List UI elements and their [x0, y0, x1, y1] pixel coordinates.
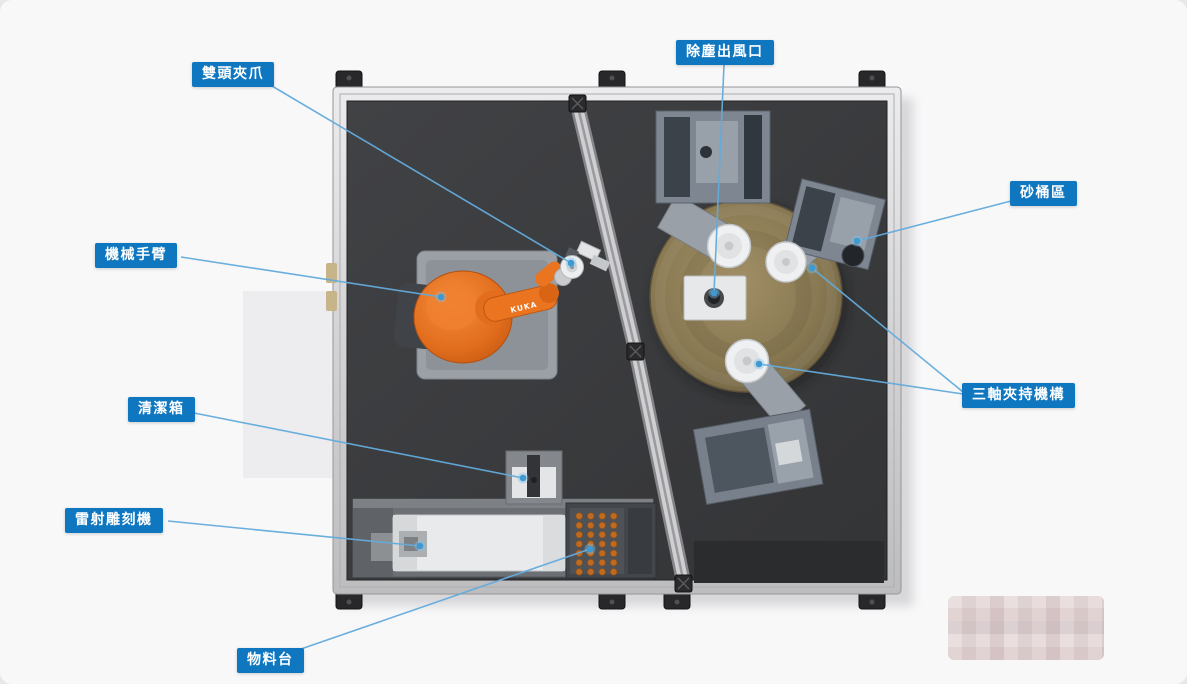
- target-dot-cleaning-box: [517, 472, 529, 484]
- leader-line-dust-outlet: [713, 64, 725, 294]
- side-panel: [243, 291, 333, 478]
- label-sand-bucket: 砂桶區: [1010, 181, 1077, 206]
- frame-inner-line: [339, 93, 895, 588]
- floor-recess: [694, 541, 884, 583]
- cleaning-box-unit: [505, 450, 563, 505]
- leader-line-cleaning-box: [193, 412, 524, 479]
- leader-lines: [167, 64, 1012, 650]
- label-cleaning-box: 清潔箱: [128, 397, 195, 422]
- target-dot-three-axis-a: [753, 358, 765, 370]
- leader-line-dual-gripper: [271, 85, 572, 264]
- mounting-tabs: [335, 70, 886, 610]
- leader-line-material-table: [300, 548, 591, 650]
- target-dot-sand-bucket: [851, 235, 863, 247]
- leader-line-three-axis-a: [758, 363, 964, 395]
- label-dust-outlet: 除塵出風口: [676, 40, 774, 65]
- dual-gripper-tool: [560, 240, 611, 279]
- hinge: [326, 263, 337, 283]
- material-table-unit: [565, 502, 657, 579]
- watermark-mosaic: [948, 596, 1104, 660]
- hinge: [326, 291, 337, 311]
- leader-line-three-axis-b: [811, 267, 964, 393]
- robot-elbow: [539, 283, 559, 303]
- target-dot-laser-engraver: [414, 540, 426, 552]
- machine-bottom-right: [692, 408, 824, 506]
- label-three-axis: 三軸夾持機構: [962, 383, 1075, 408]
- label-dual-gripper: 雙頭夾爪: [192, 62, 274, 87]
- leader-line-sand-bucket: [856, 200, 1012, 242]
- target-dot-three-axis-b: [806, 262, 818, 274]
- label-material-table: 物料台: [237, 648, 304, 673]
- clamp-station-top: [706, 223, 752, 269]
- target-dot-material-table: [584, 543, 596, 555]
- label-robot-arm: 機械手臂: [95, 243, 177, 268]
- target-dot-robot-arm: [435, 291, 447, 303]
- tab-holes: [346, 75, 875, 605]
- machine-right-sand-bucket: [783, 178, 887, 271]
- target-dot-dual-gripper: [565, 257, 577, 269]
- diagonal-rail: [568, 94, 693, 593]
- clamp-station-bottom: [724, 338, 770, 384]
- leader-line-robot-arm: [180, 256, 442, 298]
- dust-outlet-port: [683, 275, 747, 321]
- robot-arm-unit: KUKA: [393, 240, 611, 380]
- target-dots: [414, 235, 863, 555]
- robot-forearm: [535, 261, 563, 287]
- clamp-station-right: [765, 241, 807, 283]
- leader-line-laser-engraver: [167, 520, 421, 547]
- machine-top-right: [655, 110, 771, 204]
- target-dot-dust-outlet: [708, 287, 720, 299]
- label-laser-engraver: 雷射雕刻機: [65, 508, 163, 533]
